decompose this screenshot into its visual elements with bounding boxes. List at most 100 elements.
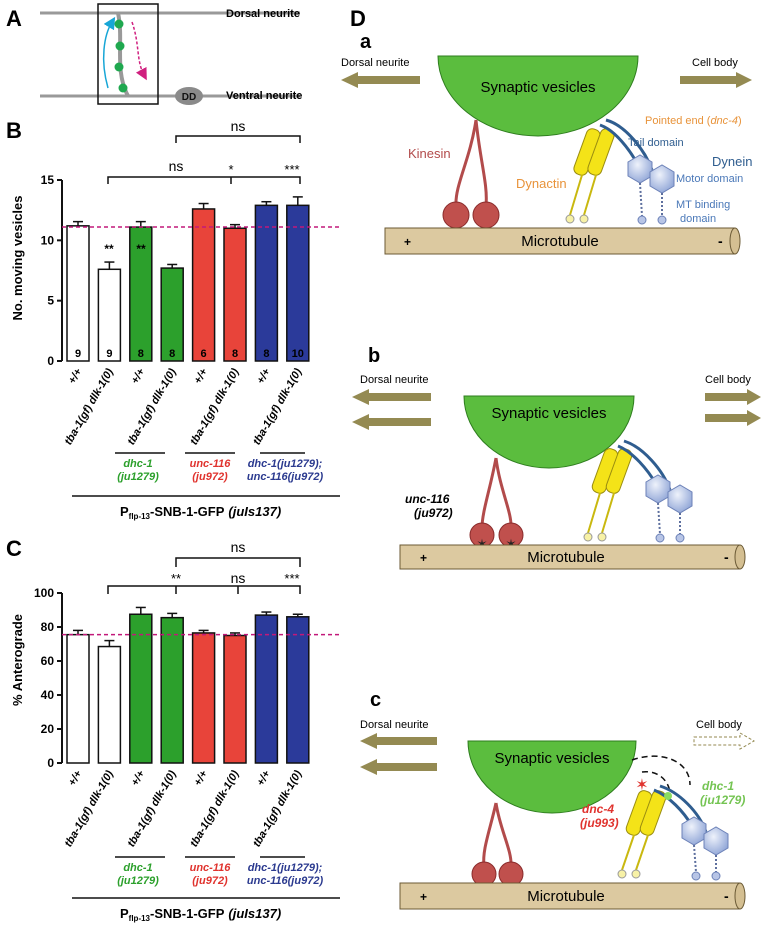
- y-tick-label: 0: [47, 354, 54, 368]
- microtubule-label-a: Microtubule: [521, 233, 599, 250]
- cell-body-arrow-b1: [705, 389, 761, 405]
- kinesin-stalk-a: [474, 119, 488, 206]
- motor-domain-label: Motor domain: [676, 173, 743, 185]
- x-tick-label: +/+: [192, 366, 211, 386]
- microtubule-end-c: [734, 882, 746, 910]
- bar: [66, 633, 90, 764]
- cell-body-label-a: Cell body: [692, 57, 738, 69]
- dynactin-arm-c: [621, 834, 635, 871]
- y-axis-label-c: % Anterograde: [10, 614, 25, 706]
- group-b-3-l1: dhc-1(ju1279);: [248, 458, 323, 470]
- plus-end-c: +: [420, 890, 427, 904]
- y-tick-label: 100: [34, 586, 54, 600]
- retrograde-arrow: [131, 21, 147, 81]
- x-tick-label: +/+: [66, 768, 85, 788]
- dnc4-label-1: dnc-4: [582, 802, 614, 816]
- anterograde-arrow: [102, 16, 116, 89]
- group-b-2-l1: unc-116: [190, 458, 232, 470]
- dhc1-label-1: dhc-1: [702, 779, 734, 793]
- bar: [129, 613, 153, 764]
- panel-c: C % Anterograde ns ** ns *** 02040608010…: [6, 536, 342, 923]
- bracket-c-main: [107, 585, 301, 594]
- n-count: 6: [201, 348, 207, 360]
- sub-b-letter: b: [368, 345, 380, 367]
- mt-binding-domain-c: [691, 871, 701, 881]
- n-count: 8: [138, 348, 144, 360]
- minus-end-c: -: [724, 888, 729, 904]
- dynactin-label: Dynactin: [516, 176, 567, 191]
- bar: [254, 204, 279, 362]
- cell-body-arrow-b2: [705, 410, 761, 426]
- dorsal-label-c: Dorsal neurite: [360, 719, 428, 731]
- dynactin-foot-a: [579, 214, 589, 224]
- dynein-head-b: [667, 484, 693, 514]
- panel-c-letter: C: [6, 536, 22, 561]
- x-tick-label: +/+: [255, 768, 274, 788]
- bar: [66, 225, 90, 362]
- vesicle-dot: [115, 41, 125, 51]
- sig-c-star3: ***: [284, 571, 299, 586]
- kinesin-stalk-c: [482, 802, 498, 867]
- kinesin-label: Kinesin: [408, 146, 451, 161]
- kinesin-head-c: [471, 861, 497, 887]
- sig-b-bar2: **: [104, 242, 114, 256]
- mt-binding-domain-c: [711, 871, 721, 881]
- bar: [160, 616, 184, 764]
- x-tick-label: +/+: [255, 366, 274, 386]
- dd-cell-body: [175, 87, 203, 105]
- y-tick-label: 40: [41, 688, 55, 702]
- dynactin-foot-a: [565, 214, 575, 224]
- dnc4-mutation-star: ✶: [635, 777, 648, 794]
- y-tick-label: 0: [47, 756, 54, 770]
- dd-label: DD: [182, 92, 196, 103]
- dynactin-arm-c: [635, 834, 649, 871]
- group-c-3-l2: unc-116(ju972): [247, 875, 324, 887]
- tail-domain-label: Tail domain: [628, 137, 684, 149]
- bracket-b-main: [107, 176, 301, 184]
- unc116-label-2: (ju972): [414, 506, 453, 520]
- sig-c-ns-mid: ns: [231, 570, 246, 586]
- mt-binding-domain-a: [637, 215, 647, 225]
- cell-body-arrow-a: [680, 72, 752, 88]
- y-tick-label: 60: [41, 654, 55, 668]
- schematic-c: c Dorsal neurite Cell body Synaptic vesi…: [360, 689, 756, 910]
- sub-c-letter: c: [370, 689, 381, 711]
- bar: [223, 634, 247, 764]
- group-b-3-l2: unc-116(ju972): [247, 471, 324, 483]
- group-b-1-l2: (ju1279): [117, 471, 159, 483]
- detached-link-1: [631, 755, 691, 786]
- dynactin-arm-a: [569, 174, 583, 216]
- bar: [223, 227, 247, 362]
- dorsal-label-b: Dorsal neurite: [360, 374, 428, 386]
- zoom-box: [97, 3, 159, 105]
- dorsal-arrow-b1: [352, 389, 431, 405]
- kinesin-head-a: [442, 201, 470, 229]
- dynactin-rod-c: [639, 790, 667, 836]
- mt-binding-stalk-a: [639, 182, 643, 217]
- microtubule-label-c: Microtubule: [527, 888, 605, 905]
- y-tick-label: 15: [41, 173, 55, 187]
- mt-binding-domain-a: [657, 215, 667, 225]
- kinesin-stalk-b: [494, 457, 513, 529]
- cell-body-label-b: Cell body: [705, 374, 751, 386]
- dorsal-arrow-c2: [360, 759, 437, 775]
- dynactin-arm-b: [601, 492, 615, 534]
- n-count: 10: [292, 348, 304, 360]
- dynactin-arm-b: [587, 492, 601, 534]
- n-count: 9: [75, 348, 81, 360]
- plus-end-a: +: [404, 235, 411, 249]
- group-c-2-l2: (ju972): [192, 875, 228, 887]
- mt-binding-stalk-b: [657, 502, 661, 535]
- bar: [286, 204, 310, 362]
- n-count: 8: [263, 348, 269, 360]
- dhc1-mutation-dot: [664, 792, 672, 800]
- bracket-b-top: [175, 135, 301, 143]
- dorsal-arrow-b2: [352, 414, 431, 430]
- microtubule-end-b: [734, 544, 746, 570]
- plus-end-b: +: [420, 551, 427, 565]
- bar: [286, 616, 310, 764]
- bracket-c-top: [175, 557, 301, 567]
- mt-binding-label-1: MT binding: [676, 199, 730, 211]
- synaptic-vesicle-a: [437, 55, 639, 137]
